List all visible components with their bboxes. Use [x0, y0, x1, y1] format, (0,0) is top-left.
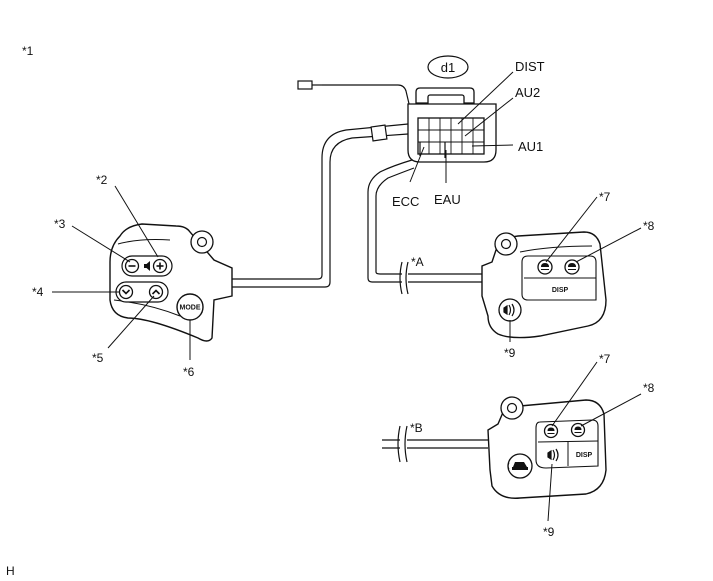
harness-b: [382, 425, 488, 463]
pin-label-eau: EAU: [434, 192, 461, 207]
callout-2: *2: [96, 173, 108, 187]
chevron-up-icon: [151, 289, 161, 295]
phone-pickup-icon: [541, 263, 549, 267]
car-icon: [507, 462, 528, 470]
figure-label: *1: [22, 44, 34, 58]
voice-button[interactable]: [547, 448, 559, 462]
phone-hangup-icon: [568, 263, 576, 267]
talk-button-left[interactable]: [537, 259, 553, 275]
callout-6: *6: [183, 365, 195, 379]
variant-label-a: *A: [411, 255, 424, 269]
phone-hangup-icon: [574, 426, 582, 430]
wire-harness: [232, 123, 482, 295]
connector-tag: d1: [441, 60, 455, 75]
connector-tag-bubble: [427, 55, 469, 79]
pin-label-dist: DIST: [515, 59, 545, 74]
callout-3: *3: [54, 217, 66, 231]
pin-label-ecc: ECC: [392, 194, 419, 209]
volume-up-button[interactable]: [152, 258, 168, 274]
pin-label-au1: AU1: [518, 139, 543, 154]
disp-button[interactable]: DISP: [576, 452, 593, 459]
disp-button[interactable]: DISP: [552, 287, 569, 294]
callout-5: *5: [92, 351, 104, 365]
voice-command-icon: [547, 448, 559, 462]
callout-7: *7: [599, 352, 611, 366]
callout-9: *9: [504, 346, 516, 360]
right-steering-switch-a: DISP *7 *8 *9: [481, 190, 655, 360]
disp-button-label: DISP: [576, 452, 593, 459]
right-steering-switch-b: DISP *7 *8 *9: [487, 352, 655, 539]
connector-d1: d1 DIST AU2 AU1 ECC EAU: [297, 55, 545, 209]
voice-command-icon: [503, 303, 515, 317]
volume-down-button[interactable]: [124, 258, 140, 274]
talk-button-left[interactable]: [543, 423, 559, 439]
callout-7: *7: [599, 190, 611, 204]
chevron-down-icon: [121, 289, 131, 295]
talk-button-right[interactable]: [564, 259, 580, 275]
callout-8: *8: [643, 381, 655, 395]
small-plug: [297, 80, 411, 109]
variant-label-b: *B: [410, 421, 423, 435]
seek-down-button[interactable]: [118, 284, 134, 300]
disp-button-label: DISP: [552, 287, 569, 294]
mode-button-label: MODE: [180, 305, 201, 312]
corner-code: H: [6, 564, 15, 578]
mode-button[interactable]: MODE: [176, 293, 204, 321]
vehicle-setting-button[interactable]: [507, 453, 533, 479]
speaker-icon: [144, 261, 150, 271]
callout-4: *4: [32, 285, 44, 299]
pin-label-au2: AU2: [515, 85, 540, 100]
talk-button-right[interactable]: [570, 422, 586, 438]
voice-button[interactable]: [498, 298, 522, 322]
phone-pickup-icon: [547, 427, 555, 431]
left-steering-switch: MODE *2 *3 *4 *5 *6: [32, 173, 233, 379]
callout-9: *9: [543, 525, 555, 539]
callout-8: *8: [643, 219, 655, 233]
seek-up-button[interactable]: [148, 284, 164, 300]
